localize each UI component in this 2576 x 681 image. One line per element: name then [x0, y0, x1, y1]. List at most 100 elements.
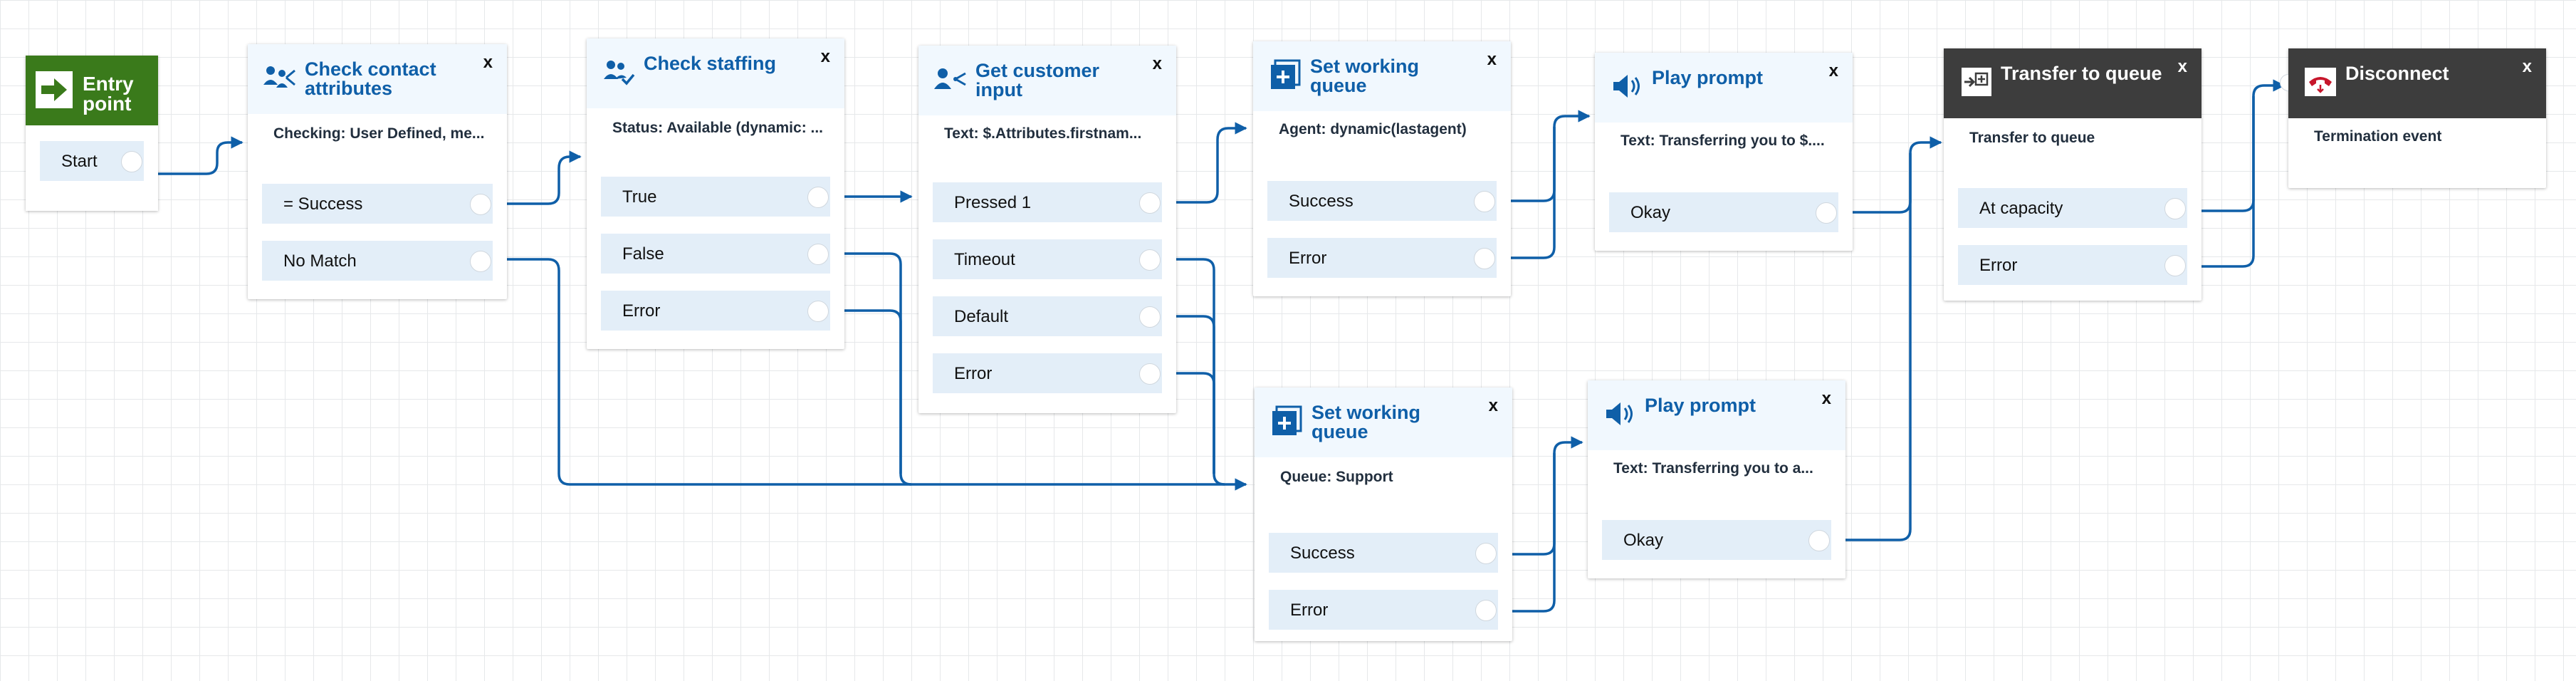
block-subtitle: Text: Transferring you to a... — [1613, 460, 1813, 477]
connector-port[interactable] — [2164, 198, 2186, 219]
connector-port[interactable] — [1139, 363, 1161, 385]
connector-port[interactable] — [1475, 600, 1497, 621]
branch-error[interactable]: Error — [1269, 590, 1498, 630]
branch-success[interactable]: = Success — [262, 184, 493, 224]
branch-error[interactable]: Error — [1267, 238, 1497, 278]
block-header: Play prompt x — [1595, 53, 1853, 123]
hang-up-phone-icon — [2303, 64, 2338, 100]
branch-label: Error — [1979, 256, 2018, 275]
block-header: Transfer to queue x — [1944, 48, 2201, 118]
branch-no-match[interactable]: No Match — [262, 241, 493, 281]
connector-okay2-to-transfer — [1844, 153, 1912, 541]
block-title: Set working queue — [1311, 402, 1421, 442]
connector-success-to-staffing — [507, 150, 582, 205]
connector-port[interactable] — [1808, 530, 1830, 551]
connector-port[interactable] — [1474, 191, 1495, 212]
block-header: Check contact attributes x — [248, 44, 507, 114]
branch-label: Start — [61, 152, 98, 171]
branch-at-capacity[interactable]: At capacity — [1958, 188, 2187, 228]
entry-point-block[interactable]: Entry point Start — [26, 56, 158, 211]
check-staffing-block[interactable]: Check staffing x Status: Available (dyna… — [587, 38, 844, 349]
block-subtitle: Status: Available (dynamic: ... — [612, 120, 824, 136]
entry-point-title: Entry point — [83, 73, 134, 115]
connector-entry-to-check-contact — [152, 136, 244, 175]
branch-true[interactable]: True — [601, 177, 830, 217]
connector-port[interactable] — [1816, 202, 1837, 224]
branch-pressed-1[interactable]: Pressed 1 — [933, 182, 1162, 222]
disconnect-block[interactable]: Disconnect x Termination event — [2280, 48, 2546, 188]
branch-okay[interactable]: Okay — [1602, 520, 1831, 560]
connector-okay-to-transfer — [1850, 136, 1942, 214]
connector-port[interactable] — [807, 187, 829, 208]
connector-port[interactable] — [807, 244, 829, 265]
connector-port[interactable] — [2164, 255, 2186, 276]
connector-port[interactable] — [470, 251, 491, 272]
block-subtitle: Queue: Support — [1280, 469, 1393, 485]
block-header: Check staffing x — [587, 38, 844, 108]
connector-port[interactable] — [1139, 306, 1161, 328]
set-working-queue-block[interactable]: Set working queue x Agent: dynamic(lasta… — [1253, 41, 1511, 296]
close-button[interactable]: x — [1487, 50, 1497, 69]
branch-start[interactable]: Start — [40, 141, 144, 181]
block-title: Set working queue — [1310, 56, 1420, 96]
branch-label: Error — [954, 364, 993, 383]
connector-false-to-set-queue — [844, 252, 912, 486]
check-contact-attributes-block[interactable]: Check contact attributes x Checking: Use… — [248, 44, 507, 299]
branch-timeout[interactable]: Timeout — [933, 239, 1162, 279]
add-queue-icon — [1267, 57, 1303, 93]
branch-label: Okay — [1623, 531, 1664, 550]
close-button[interactable]: x — [2522, 57, 2532, 76]
block-subtitle: Agent: dynamic(lastagent) — [1279, 121, 1467, 137]
branch-error[interactable]: Error — [933, 353, 1162, 393]
block-title: Transfer to queue — [2001, 63, 2162, 84]
block-title: Check contact attributes — [305, 58, 436, 99]
branch-error[interactable]: Error — [1958, 245, 2187, 285]
connector-port[interactable] — [1139, 249, 1161, 271]
branch-error[interactable]: Error — [601, 291, 830, 331]
branch-okay[interactable]: Okay — [1609, 192, 1838, 232]
branch-label: False — [622, 244, 664, 264]
block-header: Set working queue x — [1253, 41, 1511, 111]
connector-error3-to-set-queue — [1176, 372, 1215, 474]
block-header: Disconnect x — [2288, 48, 2546, 118]
connector-port[interactable] — [1474, 248, 1495, 269]
close-button[interactable]: x — [1828, 61, 1838, 80]
close-button[interactable]: x — [820, 47, 830, 66]
close-button[interactable]: x — [2177, 57, 2187, 76]
branch-false[interactable]: False — [601, 234, 830, 274]
get-customer-input-block[interactable]: Get customer input x Text: $.Attributes.… — [918, 46, 1176, 413]
close-button[interactable]: x — [1821, 389, 1831, 408]
connector-error-to-play-prompt — [1508, 127, 1556, 259]
connector-port[interactable] — [807, 301, 829, 322]
close-button[interactable]: x — [483, 53, 493, 72]
set-working-queue-block[interactable]: Set working queue x Queue: Support Succe… — [1255, 388, 1512, 641]
branch-success[interactable]: Success — [1269, 533, 1498, 573]
block-header: Set working queue x — [1255, 388, 1512, 457]
branch-label: Default — [954, 307, 1009, 326]
close-button[interactable]: x — [1152, 54, 1162, 73]
play-prompt-block[interactable]: Play prompt x Text: Transferring you to … — [1588, 380, 1845, 578]
block-title: Play prompt — [1645, 395, 1756, 416]
branch-label: True — [622, 187, 657, 207]
branch-label: Timeout — [954, 250, 1015, 269]
block-subtitle: Termination event — [2314, 128, 2442, 145]
play-prompt-block[interactable]: Play prompt x Text: Transferring you to … — [1595, 53, 1853, 251]
connector-port[interactable] — [1139, 192, 1161, 214]
connector-default-to-set-queue — [1176, 315, 1215, 474]
connector-port[interactable] — [470, 194, 491, 215]
connector-port[interactable] — [121, 151, 142, 172]
close-button[interactable]: x — [1488, 396, 1498, 415]
connector-error-to-set-queue — [844, 309, 902, 474]
transfer-to-queue-block[interactable]: Transfer to queue x Transfer to queue At… — [1944, 48, 2201, 301]
branch-default[interactable]: Default — [933, 296, 1162, 336]
branch-label: Pressed 1 — [954, 193, 1032, 212]
branch-label: Success — [1289, 192, 1354, 211]
connector-error2-to-play-prompt — [1508, 453, 1556, 613]
branch-success[interactable]: Success — [1267, 181, 1497, 221]
block-title: Check staffing — [644, 53, 777, 74]
block-title: Get customer input — [975, 60, 1100, 100]
branch-label: At capacity — [1979, 199, 2063, 218]
connector-port[interactable] — [1475, 543, 1497, 564]
transfer-queue-icon — [1958, 64, 1994, 100]
